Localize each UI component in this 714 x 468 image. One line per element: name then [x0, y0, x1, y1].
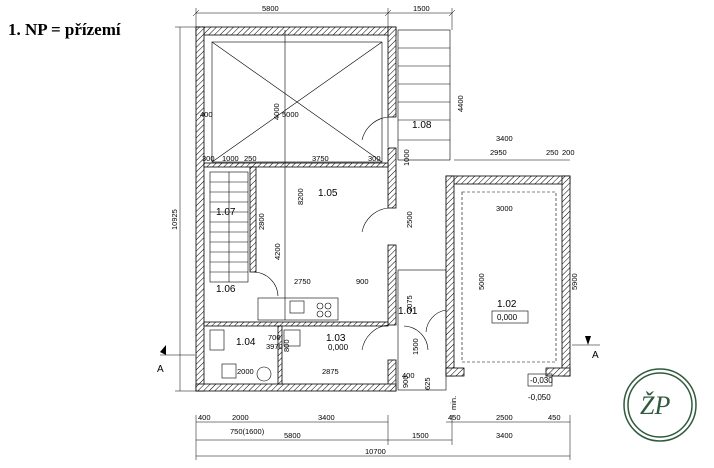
- company-logo: ŽP: [623, 368, 697, 442]
- svg-text:A: A: [592, 350, 599, 361]
- svg-text:900: 900: [356, 277, 369, 286]
- entrance-terrace: [397, 29, 451, 161]
- top-dimension-line: 5800 1500: [192, 4, 456, 30]
- svg-text:3000: 3000: [496, 204, 513, 213]
- kitchen-counter: [257, 297, 339, 321]
- svg-text:1000: 1000: [402, 149, 411, 166]
- svg-text:800: 800: [282, 339, 291, 352]
- room-1-06: 1.06: [216, 284, 236, 295]
- dim-top-1500: 1500: [413, 4, 430, 13]
- dim-10925: 10925: [170, 209, 179, 230]
- room-1-03-level: 0,000: [328, 343, 349, 352]
- svg-text:5000: 5000: [477, 273, 486, 290]
- dim-2500b: 2500: [496, 413, 513, 422]
- room-1-05: 1.05: [318, 188, 338, 199]
- svg-text:1000: 1000: [222, 154, 239, 163]
- svg-text:200: 200: [562, 148, 575, 157]
- svg-text:5900: 5900: [570, 273, 579, 290]
- svg-text:4200: 4200: [273, 243, 282, 260]
- exterior-levels: -0,030 -0,050: [527, 373, 553, 402]
- dim-top-5800: 5800: [262, 4, 279, 13]
- plan-heading: 1. NP = přízemí: [8, 20, 121, 39]
- left-dimension-line: 10925: [170, 26, 200, 392]
- dim-2000b: 2000: [232, 413, 249, 422]
- svg-text:min.: min.: [449, 396, 458, 410]
- dim-3400b: 3400: [318, 413, 335, 422]
- svg-text:8200: 8200: [296, 188, 305, 205]
- svg-text:250: 250: [244, 154, 257, 163]
- svg-text:-0,050: -0,050: [528, 393, 551, 402]
- dim-750-1600: 750(1600): [230, 427, 265, 436]
- section-mark-left: A: [157, 345, 195, 375]
- dim-3400c: 3400: [496, 431, 513, 440]
- svg-text:300: 300: [368, 154, 381, 163]
- svg-text:2000: 2000: [237, 367, 254, 376]
- room-1-03: 1.03: [326, 333, 346, 344]
- logo-text: ŽP: [640, 391, 670, 420]
- interior-dimensions: 5000 4000 400 1000 300 250 3750 300 8200…: [200, 95, 579, 410]
- room-1-07: 1.07: [216, 207, 236, 218]
- svg-text:900: 900: [401, 375, 410, 388]
- svg-text:A: A: [157, 364, 164, 375]
- svg-text:1500: 1500: [411, 338, 420, 355]
- svg-text:400: 400: [402, 371, 415, 380]
- svg-text:2875: 2875: [322, 367, 339, 376]
- dim-450b: 450: [548, 413, 561, 422]
- svg-text:4000: 4000: [272, 103, 281, 120]
- dim-400b: 400: [198, 413, 211, 422]
- room-labels: 1.05 1.07 1.06 1.04 1.03 0,000 1.01 1.08…: [216, 120, 529, 352]
- svg-text:5000: 5000: [282, 110, 299, 119]
- room-1-04: 1.04: [236, 337, 256, 348]
- dim-10700: 10700: [365, 447, 386, 456]
- room-1-02-level: 0,000: [497, 313, 518, 322]
- room-1-01: 1.01: [398, 306, 418, 317]
- garage-walls: [445, 159, 571, 377]
- svg-text:400: 400: [200, 110, 213, 119]
- dim-bottom-1500: 1500: [412, 431, 429, 440]
- svg-text:3970: 3970: [266, 342, 283, 351]
- room-1-02: 1.02: [497, 299, 517, 310]
- svg-text:300: 300: [202, 154, 215, 163]
- room-1-08: 1.08: [412, 120, 432, 131]
- svg-text:250: 250: [546, 148, 559, 157]
- dim-bottom-5800: 5800: [284, 431, 301, 440]
- svg-text:2800: 2800: [257, 213, 266, 230]
- svg-text:-0,030: -0,030: [530, 376, 553, 385]
- section-mark-right: A: [572, 336, 600, 361]
- dim-450a: 450: [448, 413, 461, 422]
- svg-text:3750: 3750: [312, 154, 329, 163]
- svg-text:4400: 4400: [456, 95, 465, 112]
- bottom-dimension-lines: 400 2000 3400 750(1600) 5800 1500 450 25…: [195, 413, 571, 460]
- svg-text:625: 625: [423, 377, 432, 390]
- svg-text:2500: 2500: [405, 211, 414, 228]
- svg-text:2950: 2950: [490, 148, 507, 157]
- bathroom-fixtures: [209, 329, 301, 382]
- svg-text:2075: 2075: [405, 295, 414, 312]
- staircase: [209, 171, 249, 283]
- door-swings: [253, 116, 447, 351]
- svg-text:700: 700: [268, 333, 281, 342]
- svg-text:2750: 2750: [294, 277, 311, 286]
- svg-text:3400: 3400: [496, 134, 513, 143]
